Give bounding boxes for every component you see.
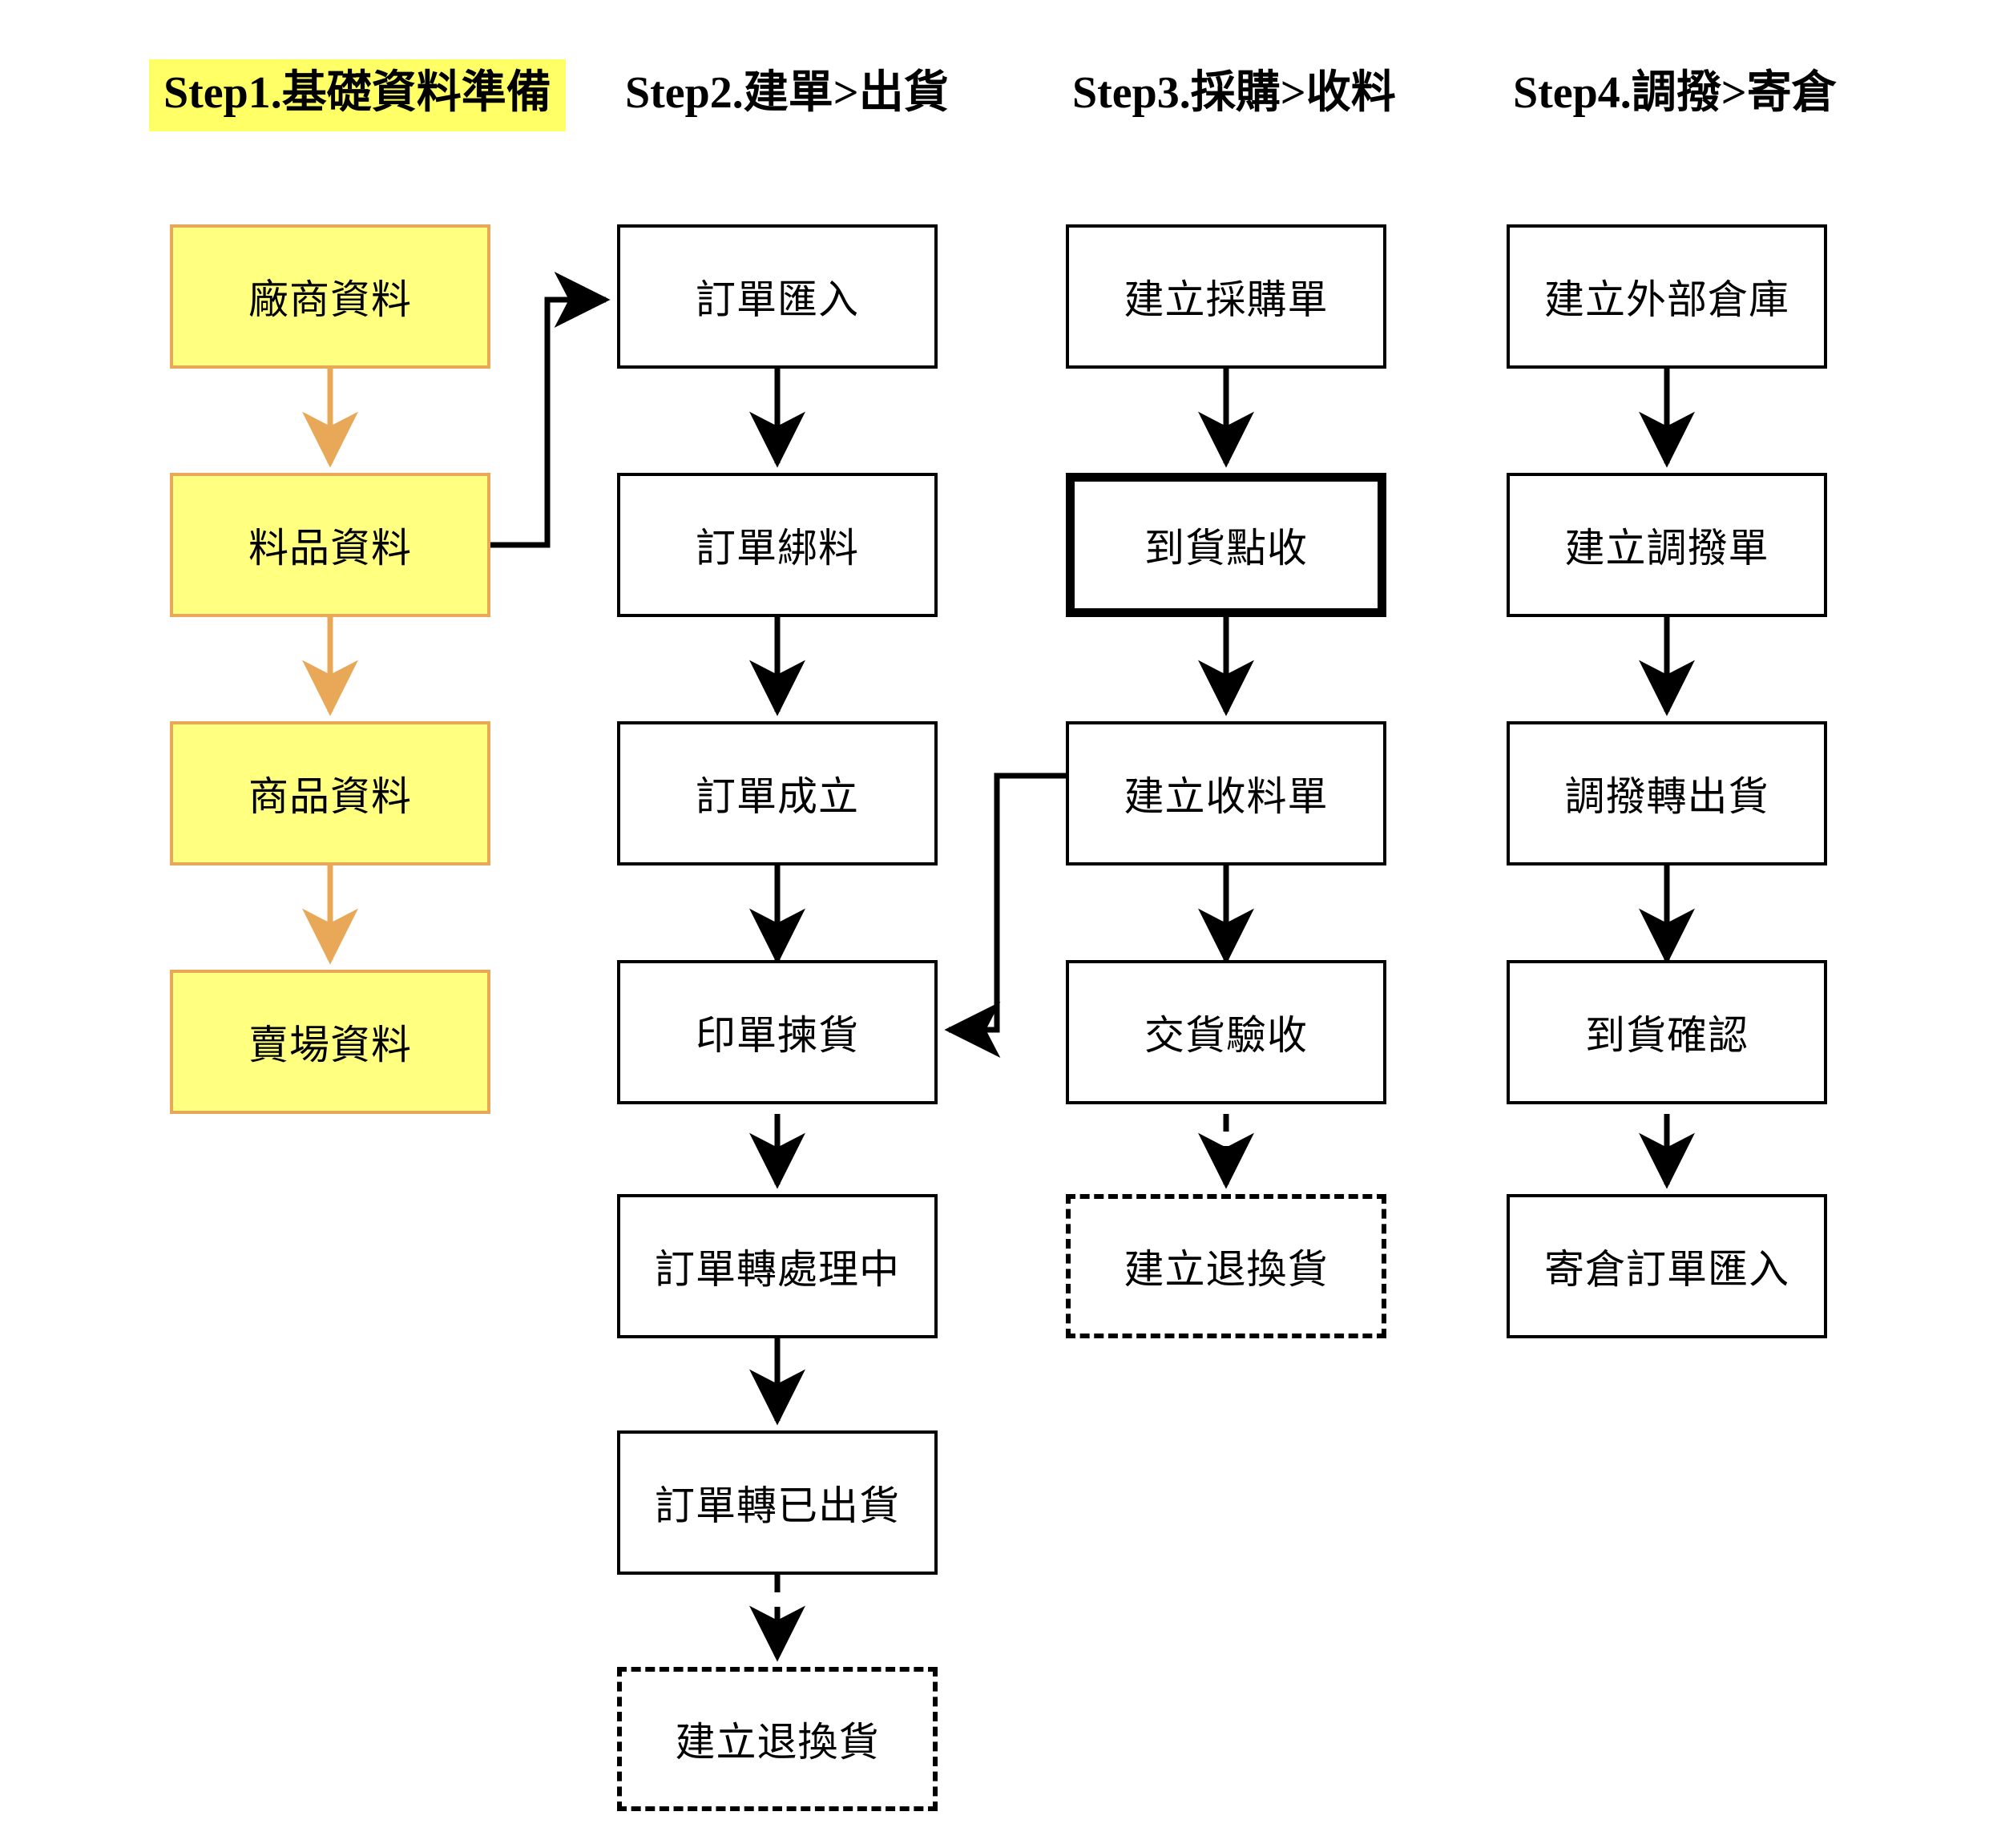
- node-vendor-data[interactable]: 廠商資料: [170, 224, 490, 369]
- node-product-data[interactable]: 商品資料: [170, 721, 490, 865]
- edge-receipt-to-pick: [944, 773, 1066, 1058]
- node-print-pick[interactable]: 印單揀貨: [617, 960, 938, 1104]
- node-order-processing[interactable]: 訂單轉處理中: [617, 1194, 938, 1338]
- column-header-step3: Step3.採購>收料: [1072, 68, 1396, 118]
- node-material-data[interactable]: 料品資料: [170, 473, 490, 617]
- node-transfer-to-shipment[interactable]: 調撥轉出貨: [1507, 721, 1827, 865]
- node-create-return-exchange-step2[interactable]: 建立退換貨: [617, 1667, 938, 1811]
- node-arrival-confirmation[interactable]: 到貨確認: [1507, 960, 1827, 1104]
- column-header-step1: Step1.基礎資料準備: [149, 59, 566, 131]
- node-order-import[interactable]: 訂單匯入: [617, 224, 938, 369]
- node-create-purchase-order[interactable]: 建立採購單: [1066, 224, 1386, 369]
- node-order-created[interactable]: 訂單成立: [617, 721, 938, 865]
- node-store-data[interactable]: 賣場資料: [170, 970, 490, 1114]
- node-create-external-warehouse[interactable]: 建立外部倉庫: [1507, 224, 1827, 369]
- edge-material-to-order-import: [490, 272, 611, 548]
- node-goods-arrival-check[interactable]: 到貨點收: [1066, 473, 1386, 617]
- node-order-bind-material[interactable]: 訂單綁料: [617, 473, 938, 617]
- node-order-shipped[interactable]: 訂單轉已出貨: [617, 1430, 938, 1575]
- node-create-receipt-note[interactable]: 建立收料單: [1066, 721, 1386, 865]
- node-create-transfer-order[interactable]: 建立調撥單: [1507, 473, 1827, 617]
- node-create-return-exchange-step3[interactable]: 建立退換貨: [1066, 1194, 1386, 1338]
- node-consignment-order-import[interactable]: 寄倉訂單匯入: [1507, 1194, 1827, 1338]
- column-header-step4: Step4.調撥>寄倉: [1513, 68, 1837, 118]
- column-header-step2: Step2.建單>出貨: [625, 68, 949, 118]
- node-delivery-acceptance[interactable]: 交貨驗收: [1066, 960, 1386, 1104]
